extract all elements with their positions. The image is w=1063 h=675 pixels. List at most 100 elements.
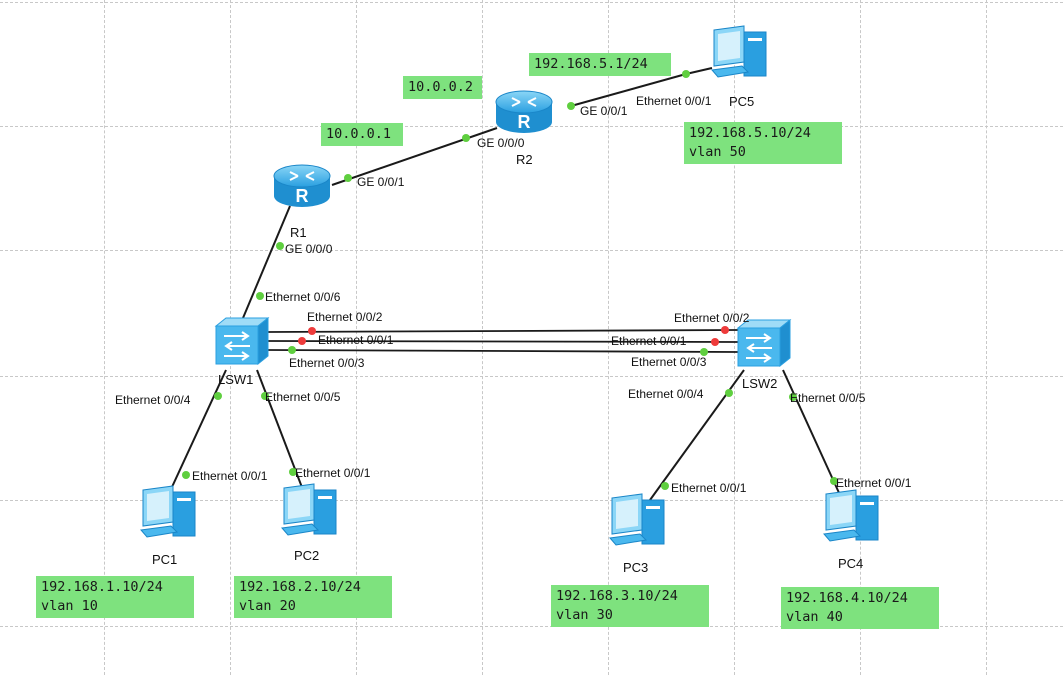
link-lsw1-lsw2-e2[interactable] — [267, 329, 739, 333]
port-dot[interactable] — [661, 482, 669, 490]
device-name-lsw2: LSW2 — [742, 376, 778, 391]
port-dot[interactable] — [344, 174, 352, 182]
router-r2[interactable]: R — [494, 88, 554, 136]
switch-icon — [736, 318, 792, 368]
svg-text:R: R — [518, 112, 531, 132]
grid-line — [608, 0, 609, 675]
link-lsw1-lsw2-e1[interactable] — [267, 340, 739, 343]
switch-lsw2[interactable] — [734, 318, 792, 370]
note-pc5[interactable]: 192.168.5.10/24 vlan 50 — [684, 122, 842, 164]
pc-pc1[interactable] — [137, 484, 197, 540]
port-dot[interactable] — [462, 134, 470, 142]
port-label-lsw2-e2: Ethernet 0/0/2 — [674, 311, 750, 325]
port-dot[interactable] — [289, 468, 297, 476]
port-label-r2-ge001: GE 0/0/1 — [580, 104, 628, 118]
port-dot[interactable] — [288, 346, 296, 354]
device-name-pc1: PC1 — [152, 552, 178, 567]
note-pc4[interactable]: 192.168.4.10/24 vlan 40 — [781, 587, 939, 629]
switch-lsw1[interactable] — [212, 316, 270, 368]
port-label-lsw2-e1: Ethernet 0/0/1 — [611, 334, 687, 348]
port-label-lsw1-e5: Ethernet 0/0/5 — [265, 390, 341, 404]
link-r2-pc5[interactable] — [570, 73, 687, 107]
link-r1-lsw1[interactable] — [242, 205, 291, 319]
computer-icon — [823, 489, 879, 542]
device-name-pc3: PC3 — [623, 560, 649, 575]
pc-pc5[interactable] — [708, 24, 768, 80]
port-dot[interactable] — [276, 242, 284, 250]
port-label-pc4-eth: Ethernet 0/0/1 — [836, 476, 912, 490]
port-dot-blocked[interactable] — [308, 327, 316, 335]
port-label-lsw1-e2: Ethernet 0/0/2 — [307, 310, 383, 324]
grid-line — [860, 0, 861, 675]
port-label-r2-ge000: GE 0/0/0 — [477, 136, 525, 150]
device-name-pc4: PC4 — [838, 556, 864, 571]
switch-icon — [214, 316, 270, 366]
device-name-pc5: PC5 — [729, 94, 755, 109]
port-label-r1-ge000: GE 0/0/0 — [285, 242, 333, 256]
port-dot-blocked[interactable] — [298, 337, 306, 345]
grid-line — [0, 2, 1063, 3]
link-lsw1-lsw2-e3[interactable] — [267, 349, 739, 353]
port-dot[interactable] — [261, 392, 269, 400]
port-dot[interactable] — [725, 389, 733, 397]
grid-line — [104, 0, 105, 675]
pc-pc2[interactable] — [278, 482, 338, 538]
grid-line — [0, 500, 1063, 501]
computer-icon — [711, 25, 767, 78]
port-label-pc2-eth: Ethernet 0/0/1 — [295, 466, 371, 480]
note-pc2[interactable]: 192.168.2.10/24 vlan 20 — [234, 576, 392, 618]
port-label-lsw1-e6: Ethernet 0/0/6 — [265, 290, 341, 304]
computer-icon — [140, 485, 196, 538]
router-icon: R — [495, 90, 553, 133]
device-name-r2: R2 — [516, 152, 533, 167]
port-label-lsw1-e3: Ethernet 0/0/3 — [289, 356, 365, 370]
port-dot[interactable] — [830, 477, 838, 485]
port-dot-blocked[interactable] — [721, 326, 729, 334]
device-name-lsw1: LSW1 — [218, 372, 254, 387]
svg-text:R: R — [296, 186, 309, 206]
link-r2-pc5[interactable] — [685, 67, 713, 75]
link-lsw1-pc1[interactable] — [165, 369, 227, 501]
port-label-pc5-eth: Ethernet 0/0/1 — [636, 94, 712, 108]
computer-icon — [609, 493, 665, 546]
note-pc1[interactable]: 192.168.1.10/24 vlan 10 — [36, 576, 194, 618]
device-name-pc2: PC2 — [294, 548, 320, 563]
grid-line — [986, 0, 987, 675]
port-dot-blocked[interactable] — [711, 338, 719, 346]
grid-line — [0, 626, 1063, 627]
port-dot[interactable] — [700, 348, 708, 356]
port-dot[interactable] — [789, 393, 797, 401]
port-dot[interactable] — [567, 102, 575, 110]
port-label-lsw2-e5: Ethernet 0/0/5 — [790, 391, 866, 405]
port-label-r1-ge001: GE 0/0/1 — [357, 175, 405, 189]
port-label-pc3-eth: Ethernet 0/0/1 — [671, 481, 747, 495]
port-label-lsw2-e3: Ethernet 0/0/3 — [631, 355, 707, 369]
port-label-lsw2-e4: Ethernet 0/0/4 — [628, 387, 704, 401]
port-label-pc1-eth: Ethernet 0/0/1 — [192, 469, 268, 483]
port-dot[interactable] — [682, 70, 690, 78]
pc-pc4[interactable] — [820, 488, 880, 544]
grid-line — [482, 0, 483, 675]
port-dot[interactable] — [256, 292, 264, 300]
port-dot[interactable] — [182, 471, 190, 479]
note-r1-ip[interactable]: 10.0.0.1 — [321, 123, 403, 146]
grid-line — [734, 0, 735, 675]
grid-line — [356, 0, 357, 675]
device-name-r1: R1 — [290, 225, 307, 240]
grid-line — [0, 250, 1063, 251]
link-lsw2-pc4[interactable] — [782, 369, 841, 496]
pc-pc3[interactable] — [606, 492, 666, 548]
grid-line — [0, 376, 1063, 377]
note-gateway-pc5[interactable]: 192.168.5.1/24 — [529, 53, 671, 76]
router-r1[interactable]: R — [272, 162, 332, 210]
router-icon: R — [273, 164, 331, 207]
port-markers — [182, 70, 838, 490]
port-label-lsw1-e1: Ethernet 0/0/1 — [318, 333, 394, 347]
note-pc3[interactable]: 192.168.3.10/24 vlan 30 — [551, 585, 709, 627]
port-label-lsw1-e4: Ethernet 0/0/4 — [115, 393, 191, 407]
computer-icon — [281, 483, 337, 536]
note-r2-ip[interactable]: 10.0.0.2 — [403, 76, 482, 99]
port-dot[interactable] — [214, 392, 222, 400]
